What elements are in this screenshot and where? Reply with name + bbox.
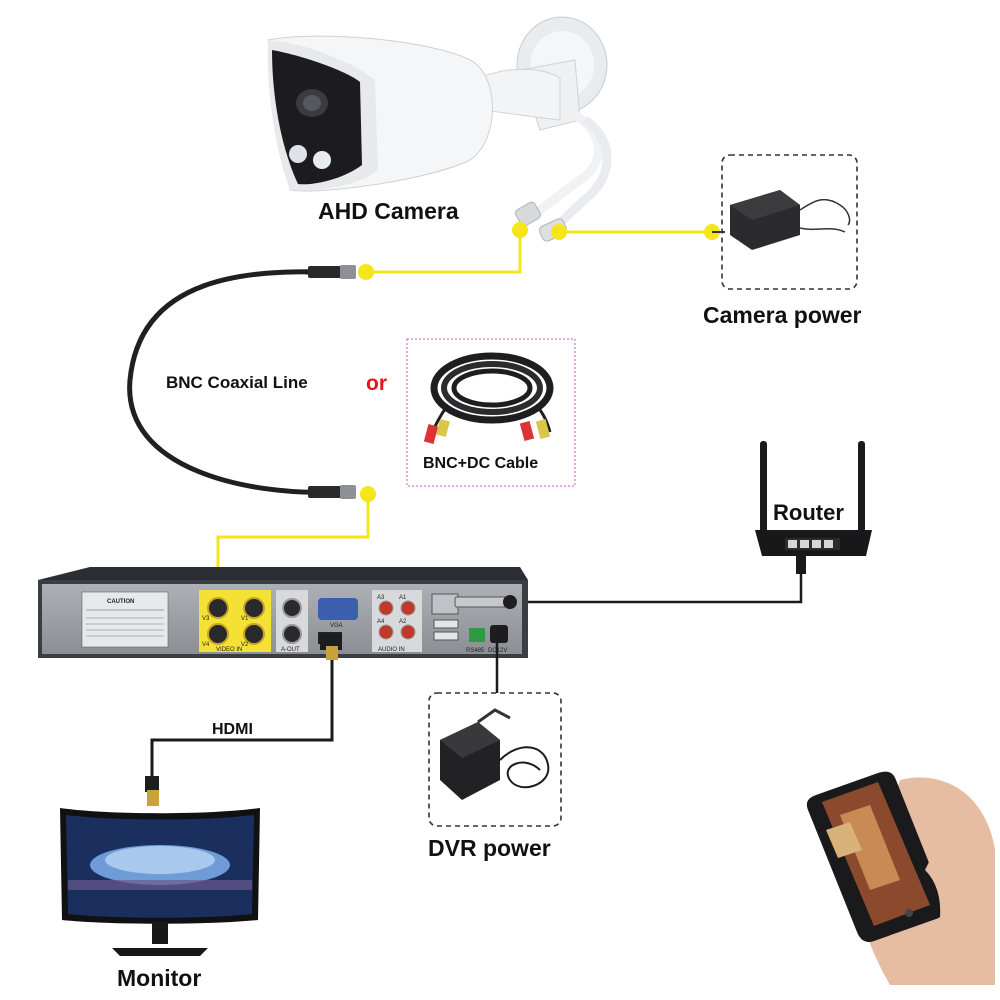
dvr-recorder-image: CAUTION V3 V1 V4 V2 VIDEO IN A-OUT VGA A…	[38, 567, 528, 658]
bnc-dc-cable-image	[423, 352, 554, 444]
smartphone-in-hand-image	[806, 771, 995, 985]
port-v4-label: V4	[202, 642, 210, 648]
hdmi-label: HDMI	[212, 721, 253, 738]
video-in-label: VIDEO IN	[216, 647, 242, 653]
caution-label: CAUTION	[107, 599, 134, 605]
bnc-coaxial-cable-image	[127, 265, 356, 499]
connection-lines	[216, 230, 712, 612]
audio-a4-label: A4	[377, 619, 385, 625]
rs485-label: RS485	[466, 648, 485, 654]
monitor-label: Monitor	[117, 965, 202, 991]
audio-a1-label: A1	[399, 595, 407, 601]
router-label: Router	[773, 500, 844, 525]
bnc-dc-cable-box	[406, 338, 576, 487]
port-v2-label: V2	[241, 642, 249, 648]
audio-a3-label: A3	[377, 595, 385, 601]
audio-in-label: AUDIO IN	[378, 647, 405, 653]
port-v1-label: V1	[241, 616, 249, 622]
hdmi-cable	[145, 634, 342, 806]
port-v3-label: V3	[202, 616, 210, 622]
ahd-camera-label: AHD Camera	[318, 198, 459, 224]
dvr-power-adapter-image	[440, 708, 550, 800]
audio-a2-label: A2	[399, 619, 407, 625]
connection-dots	[358, 222, 720, 502]
dvr-power-box	[428, 692, 562, 827]
camera-power-box	[721, 154, 858, 290]
router-image	[755, 441, 872, 574]
ahd-camera-image	[267, 16, 612, 242]
camera-power-label: Camera power	[703, 302, 862, 328]
a-out-label: A-OUT	[281, 647, 300, 653]
monitor-image	[60, 808, 260, 956]
bnc-dc-cable-label: BNC+DC Cable	[423, 455, 539, 472]
vga-label: VGA	[330, 623, 343, 629]
bnc-coaxial-line-label: BNC Coaxial Line	[166, 373, 308, 392]
camera-power-adapter-image	[712, 190, 851, 250]
dvr-power-label: DVR power	[428, 835, 551, 861]
or-label: or	[366, 372, 387, 395]
network-cable	[515, 574, 803, 604]
